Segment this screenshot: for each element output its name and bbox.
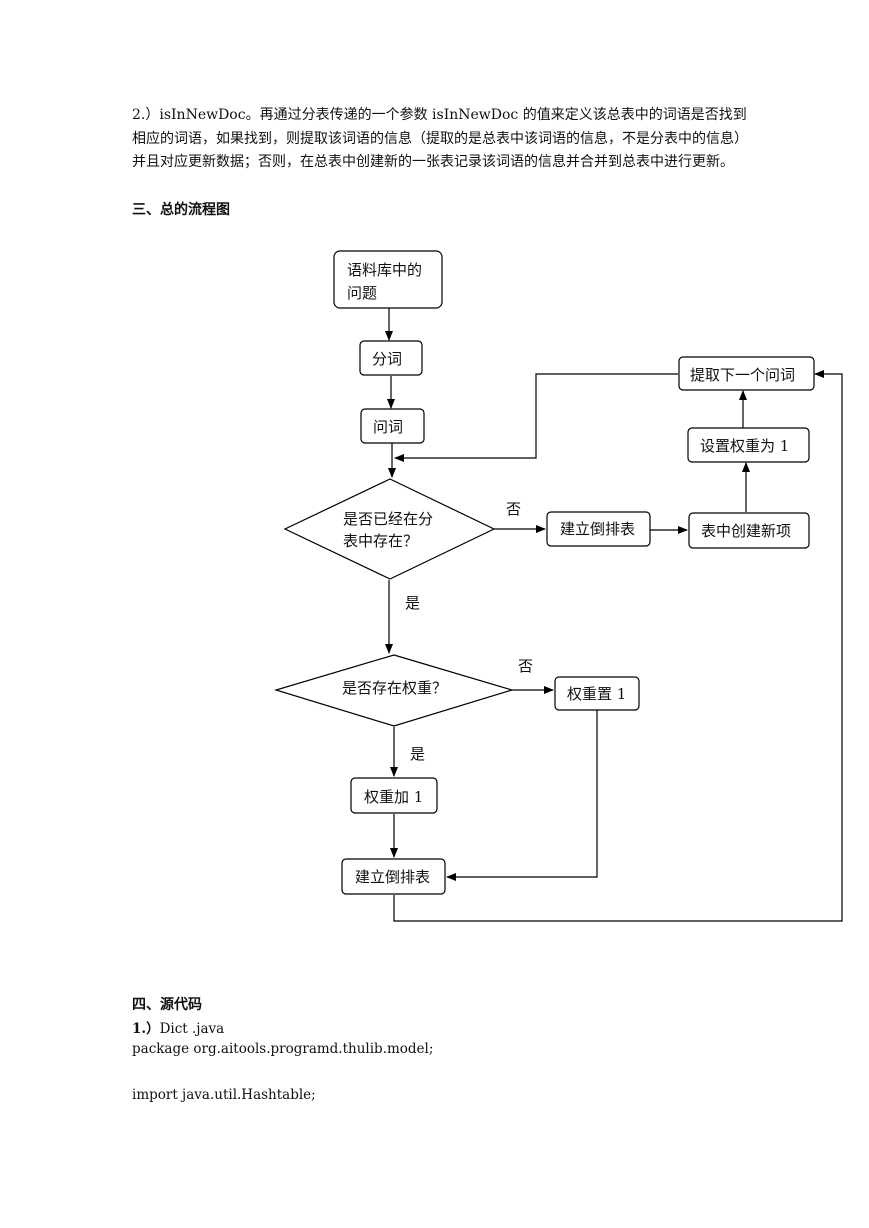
source-item-filename: Dict .java (159, 1021, 225, 1037)
code-package-line: package org.aitools.programd.thulib.mode… (132, 1041, 434, 1057)
next-word-label: 提取下一个问词 (690, 366, 795, 384)
decision1-label-line1: 是否已经在分 (343, 510, 433, 528)
box-next-word (678, 356, 815, 391)
create-item-label: 表中创建新项 (701, 522, 791, 540)
decision2-label: 是否存在权重？ (342, 679, 447, 697)
box-weight-add (350, 777, 438, 814)
box-create-item (688, 512, 810, 549)
box-set-weight (687, 427, 810, 463)
decision-in-subtable (283, 478, 496, 580)
build-index-bottom-label: 建立倒排表 (355, 868, 430, 886)
ask-word-label: 问词 (373, 418, 403, 436)
decision2-no-label: 否 (518, 657, 533, 675)
set-weight-label: 设置权重为 1 (700, 437, 789, 455)
decision2-yes-label: 是 (410, 745, 425, 763)
start-label-line1: 语料库中的 (347, 261, 422, 279)
decision-weight-exists (273, 654, 515, 727)
intro-paragraph: 2.）isInNewDoc。再通过分表传递的一个参数 isInNewDoc 的值… (132, 107, 748, 170)
source-item-number: 1.） (132, 1021, 160, 1037)
source-item-1: 1.）Dict .java (132, 1017, 224, 1037)
weight-reset-label: 权重置 1 (567, 685, 626, 703)
connector-next-word-loop (394, 373, 678, 462)
section-heading-flowchart: 三、总的流程图 (132, 202, 230, 218)
decision1-yes-label: 是 (405, 594, 420, 612)
segment-label: 分词 (372, 350, 402, 368)
connector-reset-build (446, 710, 598, 881)
box-segment (359, 340, 423, 376)
build-index-right-label: 建立倒排表 (560, 520, 635, 538)
section-heading-source: 四、源代码 (132, 997, 202, 1013)
box-ask-word (360, 408, 425, 444)
box-start (333, 250, 443, 309)
box-build-index-right (546, 511, 651, 547)
weight-add-label: 权重加 1 (364, 788, 423, 806)
code-import-line: import java.util.Hashtable; (132, 1087, 316, 1103)
decision1-label-line2: 表中存在？ (343, 532, 418, 550)
connector-build-next-loop (393, 370, 843, 922)
start-label-line2: 问题 (347, 284, 377, 302)
box-weight-reset (554, 676, 640, 711)
decision1-no-label: 否 (506, 500, 521, 518)
box-build-index-bottom (341, 858, 446, 895)
